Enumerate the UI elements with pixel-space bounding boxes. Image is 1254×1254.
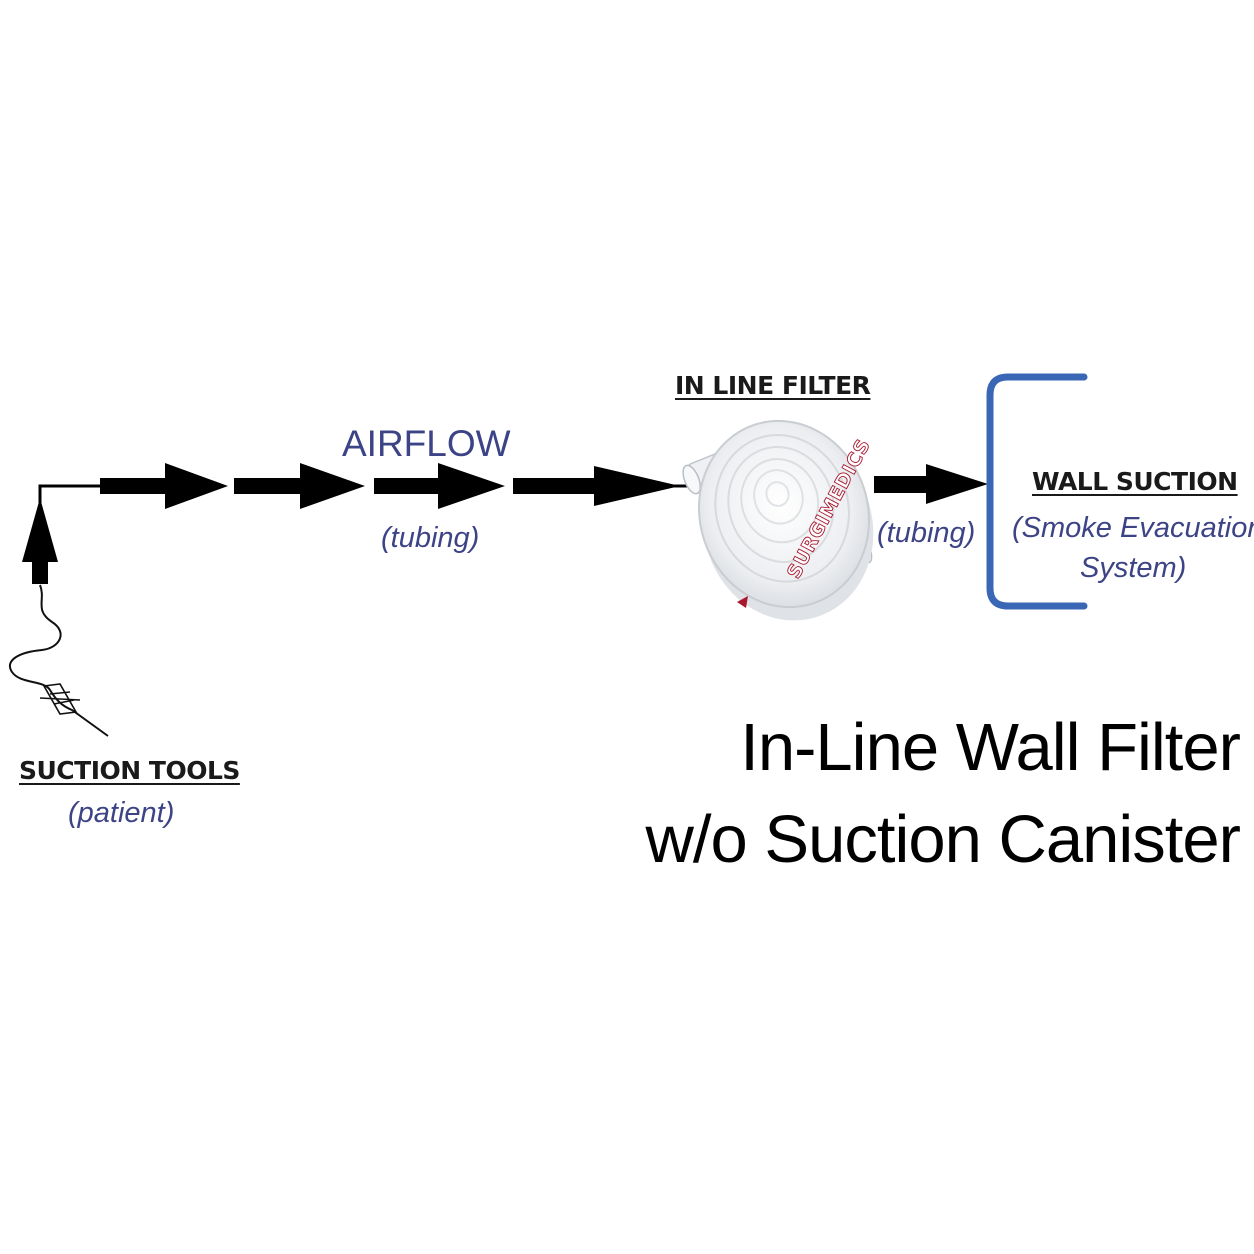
suction-tool-icon xyxy=(39,683,81,715)
airflow-arrows xyxy=(100,463,680,509)
in-line-filter-icon xyxy=(682,419,874,621)
wall-suction-sublabel-2: System) xyxy=(1080,552,1187,584)
wall-suction-bracket xyxy=(986,373,1088,610)
wall-suction-sublabel-1: (Smoke Evacuation xyxy=(1012,512,1254,544)
in-line-filter-label: IN LINE FILTER xyxy=(675,371,871,400)
diagram-title: In-Line Wall Filter w/o Suction Canister xyxy=(645,702,1241,886)
title-line-2: w/o Suction Canister xyxy=(645,802,1241,877)
airflow-arrow-2 xyxy=(234,463,365,509)
airflow-arrow-4 xyxy=(513,466,680,506)
suction-tools-sublabel: (patient) xyxy=(68,797,175,829)
airflow-label: AIRFLOW xyxy=(342,423,511,464)
suction-cable xyxy=(9,584,109,737)
tubing-label-1: (tubing) xyxy=(381,522,480,554)
up-arrow xyxy=(22,498,58,584)
wall-suction-label: WALL SUCTION xyxy=(1032,467,1238,496)
airflow-arrow-1 xyxy=(100,463,228,509)
filter-brand-mark xyxy=(737,596,748,608)
outlet-arrow xyxy=(874,464,988,504)
title-line-1: In-Line Wall Filter xyxy=(740,710,1241,785)
tubing-label-2: (tubing) xyxy=(877,517,976,549)
suction-tools-label: SUCTION TOOLS xyxy=(19,756,240,785)
airflow-arrow-3 xyxy=(374,463,505,509)
